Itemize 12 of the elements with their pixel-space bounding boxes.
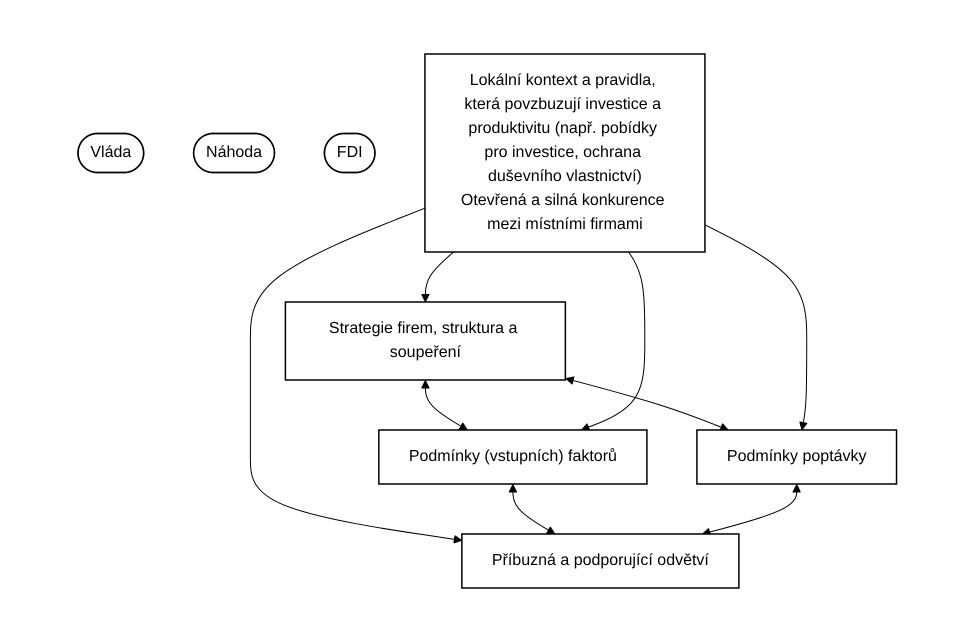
arrow <box>420 251 454 302</box>
node-box: Podmínky (vstupních) faktorů <box>378 428 648 484</box>
node-box: Příbuzná a podporující odvětví <box>460 532 740 588</box>
arrow <box>704 224 808 430</box>
arrow <box>508 484 556 534</box>
arrow <box>565 376 728 431</box>
arrow <box>420 380 468 430</box>
node-box: Strategie firem, struktura a soupeření <box>284 300 566 380</box>
node-box: Podmínky poptávky <box>696 428 897 484</box>
node-box: Lokální kontext a pravidla, která povzbuzují investice a produktivitu (např. pobídky pro investice, ochrana duševního vlastnictví) Otevřená a silná konkurence mezi místními firmami <box>424 52 706 252</box>
arrow <box>580 251 646 431</box>
arrow <box>250 207 462 544</box>
